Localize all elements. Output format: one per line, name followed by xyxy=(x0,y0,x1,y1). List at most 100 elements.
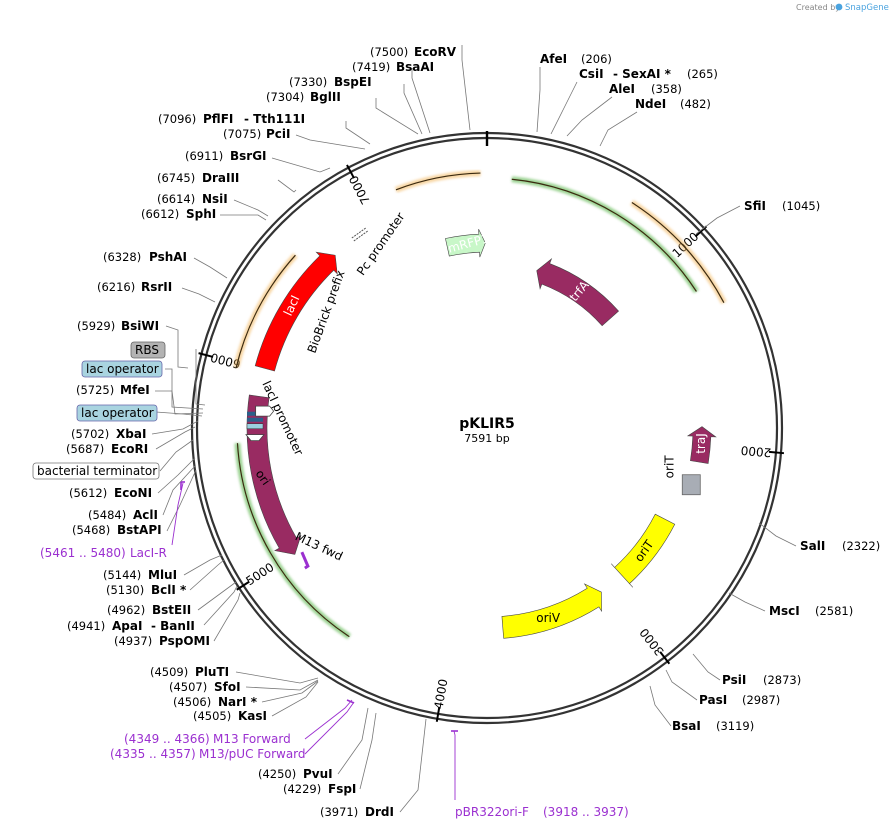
site-name[interactable]: BstAPI xyxy=(117,523,162,537)
m13-fwd-primer-mark xyxy=(300,551,310,570)
site-name[interactable]: PvuI xyxy=(303,767,333,781)
site-pos: (5468) xyxy=(72,523,110,537)
lac-operator-box-2[interactable]: lac operator xyxy=(76,404,158,422)
site-name[interactable]: MscI xyxy=(769,604,800,618)
site-pos: (6614) xyxy=(157,192,195,206)
site-pos: (482) xyxy=(680,97,711,111)
site-pos: (6612) xyxy=(141,207,179,221)
site-pos: (2987) xyxy=(742,693,780,707)
traJ-feature[interactable] xyxy=(686,426,717,464)
site-name[interactable]: PshAI xyxy=(149,250,187,264)
site-name[interactable]: BspEI xyxy=(334,75,372,89)
site-name[interactable]: BstEII xyxy=(152,603,191,617)
site-name[interactable]: KasI xyxy=(238,709,267,723)
credit-prefix: Created by xyxy=(796,3,840,12)
site-name[interactable]: PasI xyxy=(699,693,727,707)
tick-mark xyxy=(768,450,785,455)
tick-mark xyxy=(435,706,441,722)
site-name[interactable]: EcoNI xyxy=(114,486,152,500)
site-name[interactable]: PspOMI xyxy=(159,634,210,648)
site-name[interactable]: AclI xyxy=(133,508,158,522)
lac-operator-box-1[interactable]: lac operator xyxy=(81,360,163,378)
site-pos: (5725) xyxy=(76,383,114,397)
boxed-feature-labels: RBS lac operator lac operator bacterial … xyxy=(32,341,166,480)
oriT-feature[interactable] xyxy=(681,474,701,496)
site-pos: (206) xyxy=(581,52,612,66)
rbs-box[interactable]: RBS xyxy=(130,341,166,359)
site-pos: (265) xyxy=(687,67,718,81)
tick-mark xyxy=(236,580,250,591)
site-name[interactable]: NarI * xyxy=(218,695,258,709)
left-site-labels: (7500) EcoRV (7419) BsaAI (7330) BspEI (… xyxy=(66,45,457,819)
tick-mark xyxy=(198,352,214,358)
site-name[interactable]: SalI xyxy=(800,539,825,553)
oriV-feature[interactable] xyxy=(611,513,676,588)
site-name[interactable]: PsiI xyxy=(722,673,746,687)
site-pos: (4250) xyxy=(258,767,296,781)
site-name[interactable]: ApaI xyxy=(112,619,142,633)
site-name[interactable]: PciI xyxy=(266,127,291,141)
site-name[interactable]: CsiI xyxy=(579,67,604,81)
site-name[interactable]: MfeI xyxy=(120,383,150,397)
site-pos: (5612) xyxy=(69,486,107,500)
site-name[interactable]: BsaI xyxy=(672,719,701,733)
site-name[interactable]: DraIII xyxy=(202,171,239,185)
site-pos: (4505) xyxy=(193,709,231,723)
site-name[interactable]: BsaAI xyxy=(396,60,434,74)
site-name[interactable]: AleI xyxy=(609,82,635,96)
site-name[interactable]: BsrGI xyxy=(230,149,267,163)
site-pos: (3119) xyxy=(716,719,754,733)
oriT-label: oriT xyxy=(663,455,677,479)
snapgene-logo-icon xyxy=(835,3,843,11)
site-name[interactable]: SphI xyxy=(186,207,216,221)
primer-name[interactable]: pBR322ori-F xyxy=(455,805,529,819)
ori-feature[interactable] xyxy=(501,583,602,639)
primer-name[interactable]: M13/pUC Forward xyxy=(199,747,306,761)
site-name[interactable]: BglII xyxy=(310,90,341,104)
site-name[interactable]: PflFI xyxy=(203,112,233,126)
mRFP1-feature[interactable] xyxy=(254,251,338,372)
site-pos: (5130) xyxy=(106,583,144,597)
site-pos: (1045) xyxy=(782,199,820,213)
site-name[interactable]: SfoI xyxy=(214,680,241,694)
site-name[interactable]: BclI * xyxy=(151,583,187,597)
site-name[interactable]: RsrII xyxy=(141,280,172,294)
site-pos: (4229) xyxy=(283,782,321,796)
site-name-extra[interactable]: - SexAI * xyxy=(613,67,672,81)
site-pos: (2322) xyxy=(842,539,880,553)
site-name[interactable]: EcoRI xyxy=(111,442,148,456)
oriV-label: oriV xyxy=(536,611,561,625)
site-name[interactable]: NdeI xyxy=(635,97,666,111)
primer-range: (5461 .. 5480) xyxy=(40,546,126,560)
site-name[interactable]: PluTI xyxy=(195,665,229,679)
trfA-feature[interactable] xyxy=(536,257,619,327)
site-name[interactable]: AfeI xyxy=(540,52,567,66)
orf-band-top xyxy=(395,172,481,191)
orf-bands xyxy=(233,170,727,640)
site-pos: (7419) xyxy=(352,60,390,74)
site-pos: (7096) xyxy=(158,112,196,126)
site-pos: (7500) xyxy=(370,45,408,59)
bacterial-terminator-box[interactable]: bacterial terminator xyxy=(32,462,160,480)
site-pos: (5484) xyxy=(88,508,126,522)
site-name-extra[interactable]: - BanII xyxy=(151,619,195,633)
primer-range: (4349 .. 4366) xyxy=(124,732,210,746)
site-name[interactable]: DrdI xyxy=(365,805,394,819)
primer-leader-lines xyxy=(171,481,458,800)
site-name[interactable]: MluI xyxy=(148,568,177,582)
primer-name[interactable]: M13 Forward xyxy=(213,732,291,746)
site-name[interactable]: BsiWI xyxy=(121,319,159,333)
site-pos: (7304) xyxy=(266,90,304,104)
GmR-feature[interactable] xyxy=(445,229,486,258)
rbs-mark xyxy=(246,423,264,429)
site-name[interactable]: XbaI xyxy=(116,427,146,441)
plasmid-size: 7591 bp xyxy=(464,432,509,445)
site-name[interactable]: FspI xyxy=(328,782,356,796)
site-name[interactable]: NsiI xyxy=(202,192,228,206)
orf-band-green-left xyxy=(236,443,350,638)
site-name[interactable]: EcoRV xyxy=(414,45,457,59)
site-name-extra[interactable]: - Tth111I xyxy=(244,112,305,126)
site-name[interactable]: SfiI xyxy=(744,199,766,213)
primer-name[interactable]: LacI-R xyxy=(130,546,167,560)
terminator-glyph xyxy=(245,434,265,442)
